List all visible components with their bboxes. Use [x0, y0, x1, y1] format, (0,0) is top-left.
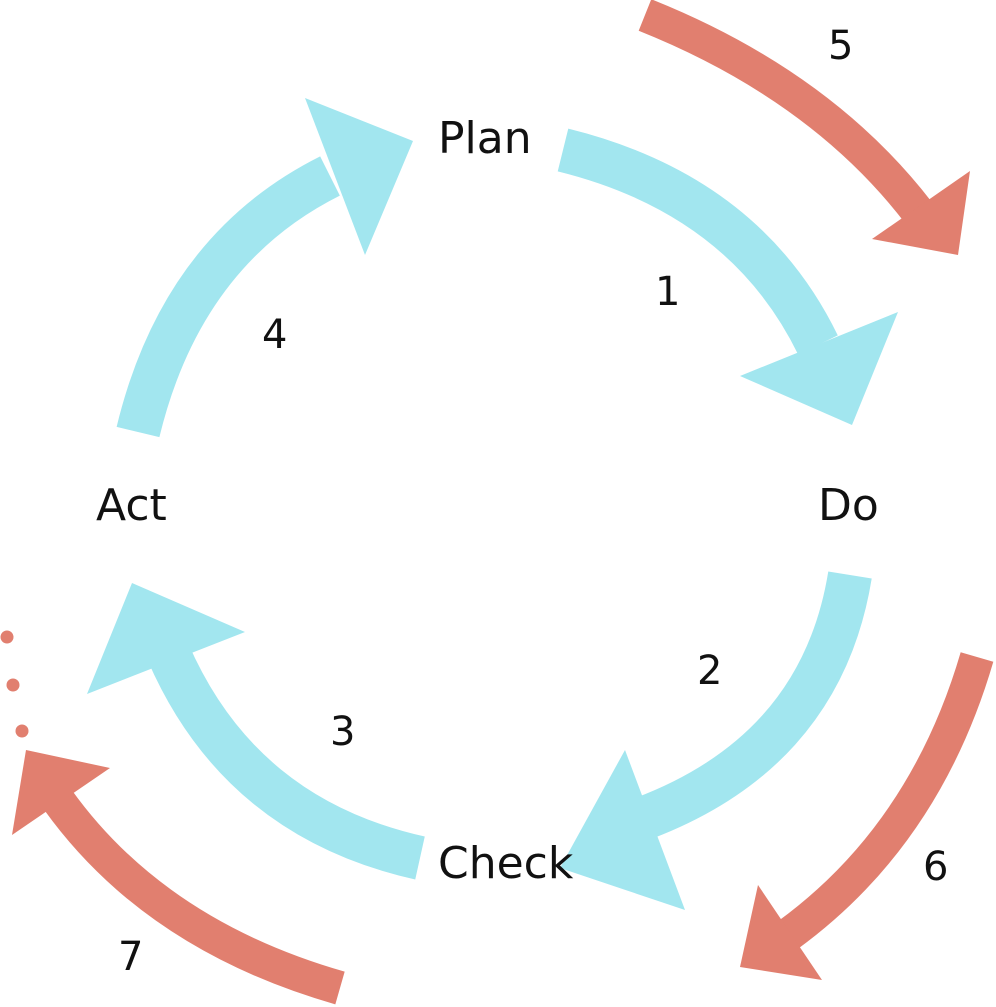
arrow-do-to-check: [560, 571, 872, 910]
step-1-label: 1: [655, 269, 680, 315]
arrow-act-to-plan: [116, 98, 413, 438]
cycle-arrows: [87, 98, 898, 910]
stage-labels: Plan Do Check Act: [96, 113, 879, 889]
step-6-label: 6: [923, 844, 948, 890]
ellipsis-dots: [0, 630, 29, 738]
arrow-6: [740, 652, 994, 980]
stage-act-label: Act: [96, 480, 167, 531]
step-4-label: 4: [262, 312, 287, 358]
step-7-label: 7: [118, 934, 143, 980]
stage-check-label: Check: [438, 838, 574, 889]
step-labels: 1 2 3 4 5 6 7: [118, 23, 948, 980]
stage-plan-label: Plan: [438, 113, 532, 164]
stage-do-label: Do: [818, 480, 879, 531]
step-3-label: 3: [330, 709, 355, 755]
arrow-check-to-act: [87, 583, 425, 880]
step-5-label: 5: [828, 23, 853, 69]
step-2-label: 2: [697, 648, 722, 694]
arrow-plan-to-do: [557, 128, 898, 425]
arrow-7: [12, 750, 345, 1005]
arrow-5: [638, 0, 970, 255]
